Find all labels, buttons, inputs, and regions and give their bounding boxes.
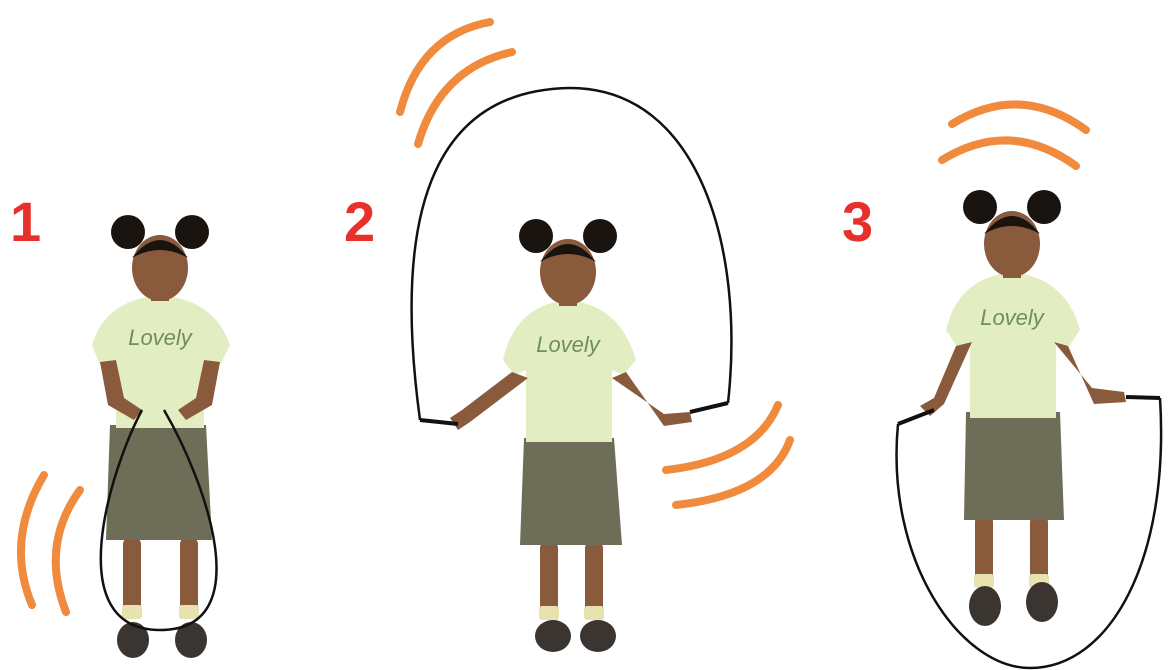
step-number-1: 1 — [10, 194, 41, 250]
motion-arc-1a — [21, 475, 44, 605]
motion-arc-3a — [952, 104, 1086, 130]
shirt-print-2: Lovely — [536, 332, 602, 357]
step-1-figure: Lovely — [21, 215, 230, 658]
shirt-print-3: Lovely — [980, 305, 1046, 330]
step-3-figure: Lovely — [897, 104, 1162, 668]
motion-arc-1b — [56, 490, 80, 612]
step-number-3: 3 — [842, 194, 873, 250]
motion-arc-2b — [418, 52, 512, 144]
motion-arc-3b — [942, 140, 1076, 166]
step-2-figure: Lovely — [400, 22, 790, 652]
step-number-2: 2 — [344, 194, 375, 250]
shirt-print-1: Lovely — [128, 325, 194, 350]
